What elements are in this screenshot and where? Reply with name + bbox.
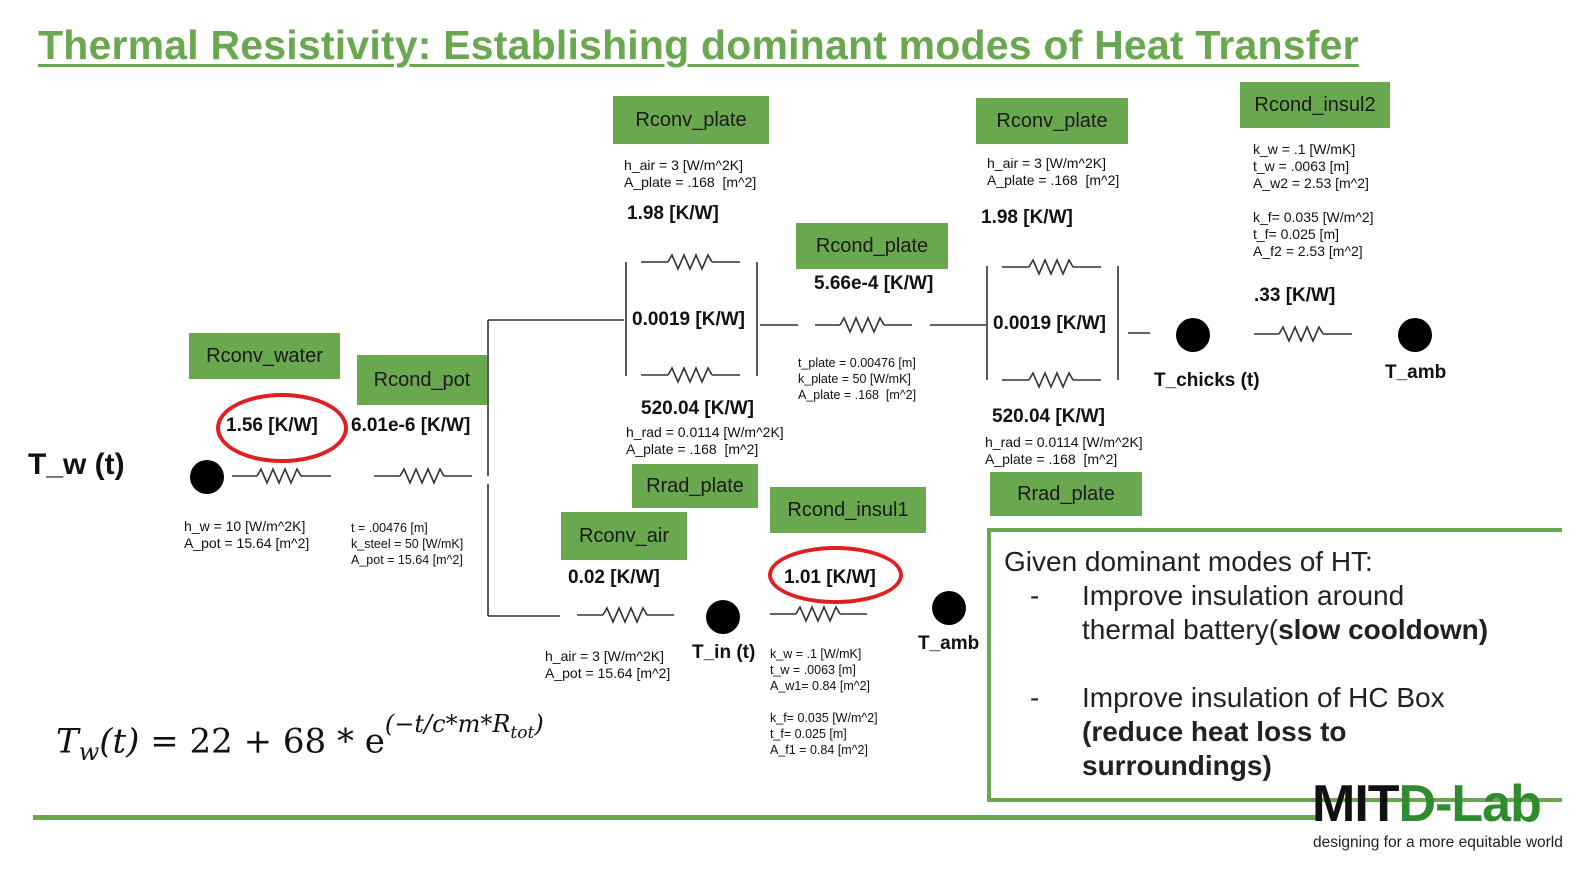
- value-rconv-air: 0.02 [K/W]: [568, 567, 660, 588]
- value-rconv-plate-1: 1.98 [K/W]: [627, 203, 719, 224]
- label-rrad-plate-2: Rrad_plate: [990, 472, 1142, 516]
- resistor-rcond-pot: [399, 466, 445, 486]
- bullet-1-emphasis: slow cooldown): [1278, 614, 1489, 645]
- node-tchicks: [1176, 318, 1210, 352]
- label-rconv-water: Rconv_water: [189, 333, 340, 379]
- node-tamb-high: [1398, 318, 1432, 352]
- resistor-rrad-plate-1: [667, 365, 713, 385]
- node-tamb-low: [932, 591, 966, 625]
- value-rcond-pot: 6.01e-6 [K/W]: [351, 415, 471, 436]
- node-label-tw: T_w (t): [28, 448, 125, 481]
- node-tw: [190, 460, 224, 494]
- params-rconv-air: h_air = 3 [W/m^2K] A_pot = 15.64 [m^2]: [545, 648, 671, 681]
- formula-exponent-main: (−t/c*m*R: [384, 710, 511, 738]
- node-label-tamb-high: T_amb: [1385, 362, 1447, 383]
- formula-rhs: = 22 + 68 * e: [150, 721, 385, 762]
- params-rcond-insul1: k_w = .1 [W/mK] t_w = .0063 [m] A_w1= 0.…: [770, 647, 878, 757]
- label-rcond-pot: Rcond_pot: [357, 355, 487, 405]
- label-rcond-plate: Rcond_plate: [796, 223, 948, 269]
- value-rcond-plate: 5.66e-4 [K/W]: [814, 273, 934, 294]
- wire-group: [232, 252, 1352, 625]
- node-tin: [706, 600, 740, 634]
- params-rconv-plate-2: h_air = 3 [W/m^2K] A_plate = .168 [m^2]: [987, 155, 1120, 188]
- params-rcond-pot: t = .00476 [m] k_steel = 50 [W/mK] A_pot…: [351, 521, 464, 567]
- params-rrad-plate-1: h_rad = 0.0114 [W/m^2K] A_plate = .168 […: [626, 424, 784, 457]
- bullet-2-text: Improve insulation of HC Box: [1082, 682, 1445, 713]
- label-rcond-insul2: Rcond_insul2: [1240, 82, 1390, 128]
- logo-mit: MIT: [1312, 775, 1400, 833]
- resistor-rconv-water: [256, 466, 302, 486]
- bullet-2: Improve insulation of HC Box (reduce hea…: [1082, 681, 1522, 783]
- value-rcond-insul2: .33 [K/W]: [1254, 285, 1336, 306]
- bottom-divider: [33, 815, 1316, 820]
- page-title: Thermal Resistivity: Establishing domina…: [38, 22, 1359, 68]
- resistor-rconv-plate-2: [1028, 257, 1074, 277]
- node-label-tchicks: T_chicks (t): [1154, 370, 1260, 391]
- formula-lhs-sub: w: [78, 738, 100, 767]
- label-rcond-insul1: Rcond_insul1: [770, 487, 926, 533]
- value-rrad-plate-2: 520.04 [K/W]: [992, 406, 1105, 427]
- label-rconv-air: Rconv_air: [561, 512, 687, 560]
- formula-arg: (t): [99, 721, 140, 762]
- logo-dlab: D-Lab: [1398, 775, 1542, 833]
- params-rrad-plate-2: h_rad = 0.0114 [W/m^2K] A_plate = .168 […: [985, 434, 1143, 467]
- formula-exponent: (−t/c*m*Rtot): [384, 710, 544, 743]
- highlight-ellipse-rconv-water: [216, 393, 348, 463]
- value-parallel-2: 0.0019 [K/W]: [993, 313, 1106, 334]
- resistor-rconv-plate-1: [667, 252, 713, 272]
- node-label-tamb-low: T_amb: [918, 633, 980, 654]
- formula-lhs: T: [56, 721, 79, 762]
- resistor-rcond-plate: [839, 315, 885, 335]
- resistor-rcond-insul2: [1278, 324, 1324, 344]
- label-rconv-plate-1: Rconv_plate: [613, 96, 769, 144]
- label-rrad-plate-1: Rrad_plate: [632, 464, 758, 508]
- logo-tagline: designing for a more equitable world: [1313, 834, 1563, 851]
- panel-heading: Given dominant modes of HT:: [1004, 546, 1373, 577]
- cooling-formula: Tw(t) = 22 + 68 * e(−t/c*m*Rtot): [56, 710, 544, 767]
- formula-exponent-close: ): [534, 710, 544, 738]
- params-rcond-insul2: k_w = .1 [W/mK] t_w = .0063 [m] A_w2 = 2…: [1253, 141, 1374, 259]
- bullet-dash-2: -: [1030, 682, 1040, 713]
- mit-dlab-logo: MITD-Lab: [1312, 774, 1542, 834]
- highlight-ellipse-rcond-insul1: [768, 546, 903, 604]
- node-label-tin: T_in (t): [692, 642, 756, 663]
- params-rcond-plate: t_plate = 0.00476 [m] k_plate = 50 [W/mK…: [798, 356, 917, 402]
- bullet-1-text: Improve insulation around thermal batter…: [1082, 580, 1405, 645]
- label-rconv-plate-2: Rconv_plate: [976, 98, 1128, 144]
- bullet-1: Improve insulation around thermal batter…: [1082, 579, 1502, 647]
- params-rconv-water: h_w = 10 [W/m^2K] A_pot = 15.64 [m^2]: [184, 518, 310, 551]
- conclusion-panel: [987, 528, 1562, 802]
- value-parallel-1: 0.0019 [K/W]: [632, 309, 745, 330]
- params-rconv-plate-1: h_air = 3 [W/m^2K] A_plate = .168 [m^2]: [624, 157, 757, 190]
- bullet-2-emphasis: (reduce heat loss to surroundings): [1082, 716, 1347, 781]
- value-rconv-plate-2: 1.98 [K/W]: [981, 207, 1073, 228]
- bullet-dash-1: -: [1030, 580, 1040, 611]
- resistor-rconv-air: [602, 605, 648, 625]
- value-rrad-plate-1: 520.04 [K/W]: [641, 398, 754, 419]
- resistor-rcond-insul1: [795, 604, 841, 624]
- resistor-rrad-plate-2: [1028, 370, 1074, 390]
- formula-exponent-sub: tot: [510, 722, 535, 743]
